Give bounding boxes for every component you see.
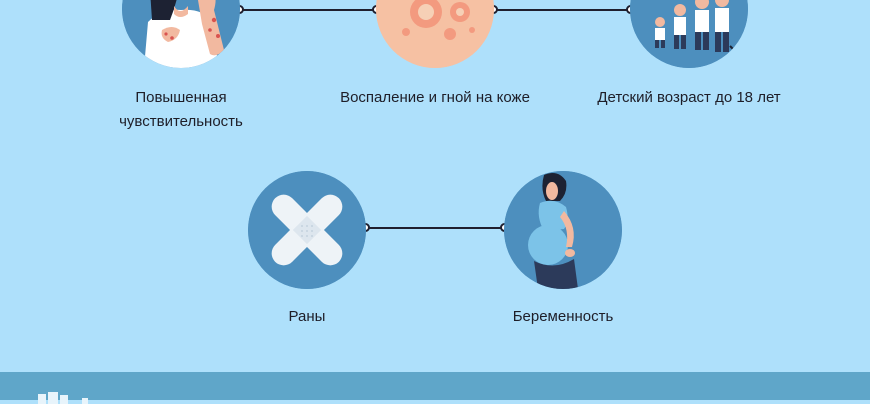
pregnant-woman-icon bbox=[504, 171, 622, 289]
inflamed-skin-icon bbox=[376, 0, 494, 68]
footer-bar bbox=[0, 372, 870, 404]
bandage-icon bbox=[248, 171, 366, 289]
connector-line bbox=[494, 9, 630, 11]
item-caption-wounds: Раны bbox=[288, 308, 326, 325]
connector-line bbox=[240, 9, 376, 11]
children-icon bbox=[630, 0, 748, 68]
connector-line bbox=[366, 227, 504, 229]
item-caption-inflammation: Воспаление и гной на коже bbox=[340, 89, 530, 106]
item-caption-pregnancy: Беременность bbox=[512, 308, 614, 325]
logo-icon bbox=[38, 392, 88, 404]
item-caption-sensitivity: Повышенная чувствительность bbox=[119, 89, 243, 130]
irritated-skin-person-icon bbox=[122, 0, 240, 68]
item-caption-children: Детский возраст до 18 лет bbox=[597, 89, 781, 106]
